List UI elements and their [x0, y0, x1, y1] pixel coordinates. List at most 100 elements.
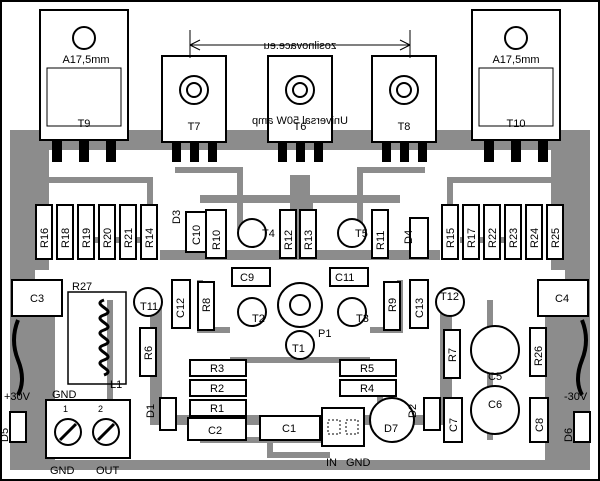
- label-R13: R13: [303, 230, 315, 250]
- label-gnd-supply: GND: [52, 389, 77, 401]
- label-C4: C4: [555, 293, 569, 305]
- supply-wires: [12, 319, 588, 396]
- label-R11: R11: [375, 231, 387, 250]
- small-transistors: [133, 218, 465, 360]
- label-T9: T9: [78, 118, 91, 130]
- label-C12: C12: [175, 298, 187, 318]
- label-R1: R1: [210, 403, 224, 415]
- label-r15: R15: [445, 228, 457, 248]
- label-D5: D5: [0, 428, 11, 442]
- label-pos-supply: +30V: [4, 391, 31, 403]
- label-T1: T1: [292, 343, 305, 355]
- label-C9: C9: [240, 272, 254, 284]
- resistor-r20: [98, 204, 116, 260]
- label-T5: T5: [355, 228, 368, 240]
- label-T7: T7: [188, 121, 201, 133]
- heatsink-label-left: A17,5mm: [62, 54, 109, 66]
- resistor-r18: [56, 204, 74, 260]
- label-R4: R4: [360, 383, 374, 395]
- label-r25: R25: [550, 228, 562, 248]
- label-R27: R27: [72, 281, 92, 293]
- resistor-r25: [546, 204, 564, 260]
- label-R7: R7: [447, 348, 459, 362]
- label-C8: C8: [534, 418, 546, 432]
- label-in-gnd: GND: [346, 457, 371, 469]
- site-label: zosilnovace.eu: [264, 40, 337, 52]
- resistor-r16: [35, 204, 53, 260]
- label-D6: D6: [563, 428, 575, 442]
- label-D3: D3: [171, 210, 183, 224]
- resistor-r22: [483, 204, 501, 260]
- input-connector: [321, 407, 365, 447]
- label-T11: T11: [140, 301, 158, 313]
- label-r23: R23: [508, 228, 520, 248]
- label-R10: R10: [211, 230, 223, 250]
- label-C1: C1: [282, 423, 296, 435]
- label-r19: R19: [81, 228, 93, 248]
- label-R9: R9: [387, 298, 399, 312]
- resistor-bank: R16 R18 R19 R20 R21 R14 R15 R17 R22 R23 R24 R25: [35, 204, 564, 260]
- label-r16: R16: [39, 228, 51, 248]
- label-T4: T4: [262, 228, 275, 240]
- label-P1: P1: [318, 328, 331, 340]
- label-T10: T10: [507, 118, 526, 130]
- label-C10: C10: [191, 225, 203, 245]
- label-term-gnd: GND: [50, 465, 75, 477]
- label-C3: C3: [30, 293, 44, 305]
- label-R5: R5: [360, 363, 374, 375]
- power-transistor-T10: [471, 9, 561, 162]
- inductor-frame: [67, 291, 127, 385]
- supply-diodes: [9, 411, 591, 443]
- label-D2: D2: [407, 404, 419, 418]
- label-pin1: 1: [63, 404, 68, 414]
- resistor-r14: [140, 204, 158, 260]
- label-r18: R18: [60, 228, 72, 248]
- title-label: Universal 50W amp: [252, 115, 348, 127]
- label-R6: R6: [143, 346, 155, 360]
- resistor-r15: [441, 204, 459, 260]
- label-in: IN: [326, 457, 337, 469]
- label-C5: C5: [488, 371, 502, 383]
- label-r24: R24: [529, 228, 541, 248]
- label-r17: R17: [466, 228, 478, 248]
- label-R26: R26: [533, 346, 545, 366]
- driver-transistors: [161, 55, 437, 162]
- label-r21: R21: [123, 228, 135, 248]
- output-terminal: [45, 399, 131, 459]
- label-C2: C2: [208, 425, 222, 437]
- label-r22: R22: [487, 228, 499, 248]
- label-D4: D4: [403, 230, 415, 244]
- label-C7: C7: [448, 418, 460, 432]
- resistor-r17: [462, 204, 480, 260]
- label-neg-supply: -30V: [564, 391, 588, 403]
- label-L1: L1: [110, 379, 122, 391]
- inductor-L1: [98, 298, 110, 377]
- label-C13: C13: [414, 298, 426, 318]
- label-r14: R14: [144, 228, 156, 248]
- label-C11: C11: [335, 272, 354, 284]
- label-C6: C6: [488, 399, 502, 411]
- resistor-r24: [525, 204, 543, 260]
- resistor-r21: [119, 204, 137, 260]
- label-D1: D1: [145, 404, 157, 418]
- label-T6: T6: [294, 121, 307, 133]
- capacitor-bodies: [11, 211, 589, 443]
- label-R2: R2: [210, 383, 224, 395]
- label-R3: R3: [210, 363, 224, 375]
- label-R8: R8: [201, 298, 213, 312]
- label-T8: T8: [398, 121, 411, 133]
- labels: A17,5mm A17,5mm T9 T10 T7 T6 T8 zosilnov…: [0, 40, 588, 477]
- label-T12: T12: [440, 291, 459, 303]
- label-D7: D7: [384, 423, 398, 435]
- heatsink-label-right: A17,5mm: [492, 54, 539, 66]
- label-R12: R12: [283, 230, 295, 250]
- label-T2: T2: [252, 313, 265, 325]
- mid-resistor-bodies: [139, 209, 547, 431]
- resistor-r23: [504, 204, 522, 260]
- resistor-r19: [77, 204, 95, 260]
- website-banner: [189, 30, 411, 58]
- label-r20: R20: [102, 228, 114, 248]
- label-term-out: OUT: [96, 465, 120, 477]
